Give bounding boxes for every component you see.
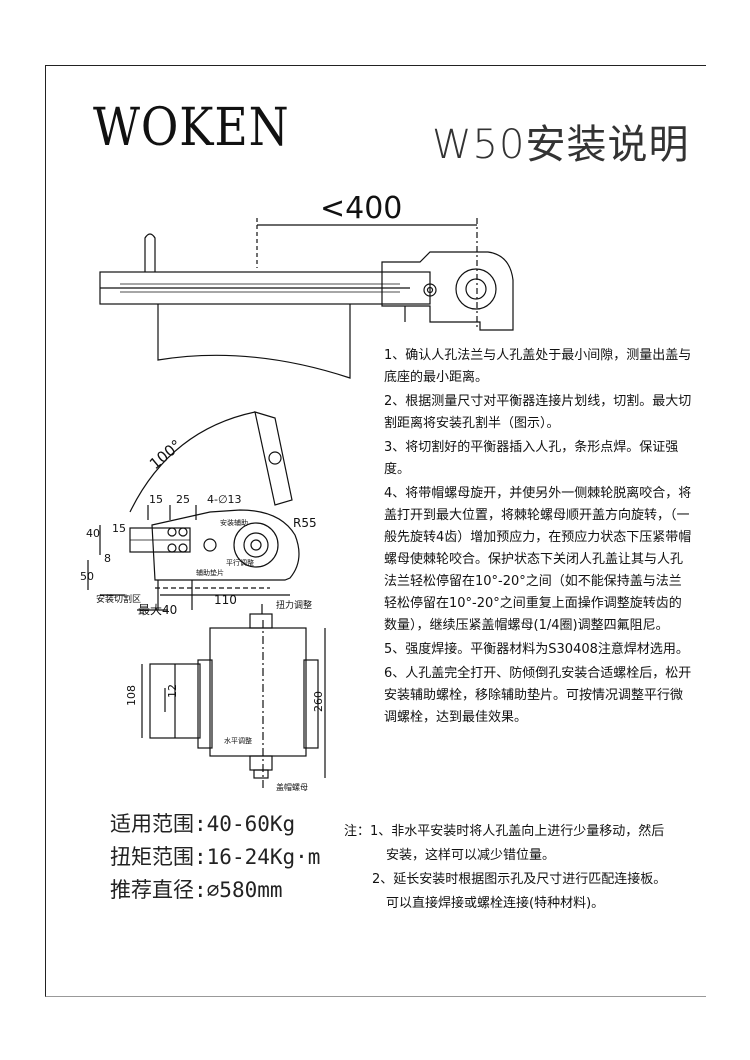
spec-row: 适用范围:40-60Kg	[110, 812, 296, 836]
dim-angle: 100°	[146, 436, 185, 473]
brand-logo: WOKEN	[93, 98, 290, 158]
spec-row: 推荐直径:∅580mm	[110, 878, 283, 902]
installation-steps: 1、确认人孔法兰与人孔盖处于最小间隙，测量出盖与底座的最小距离。 2、根据测量尺…	[384, 345, 694, 731]
dim-260: 260	[312, 691, 325, 712]
ratchet-outer	[233, 522, 279, 568]
label-cut-zone: 安装切割区	[96, 593, 141, 605]
dim-50: 50	[80, 570, 94, 583]
note-prefix: 注：	[344, 824, 371, 839]
spec-value: ∅580mm	[206, 878, 283, 902]
dim-radius: R55	[293, 516, 317, 530]
step-3: 3、将切割好的平衡器插入人孔，条形点焊。保证强度。	[384, 440, 679, 477]
dim-12: 12	[166, 684, 179, 698]
dim-15b: 15	[112, 522, 126, 535]
spec-label: 适用范围	[110, 812, 194, 836]
dim-25: 25	[176, 493, 190, 506]
step-4: 4、将带帽螺母旋开，并使另外一侧棘轮脱离咬合，将盖打开到最大位置，将棘轮螺母顺开…	[384, 486, 692, 633]
note-2b: 可以直接焊接或螺栓连接(特种材料)。	[386, 896, 605, 911]
cap-nut-shape	[249, 755, 273, 771]
hinge-inner	[465, 278, 487, 300]
step-6: 6、人孔盖完全打开、防倾倒孔安装合适螺栓后，松开安装辅助螺栓，移除辅助垫片。可按…	[384, 666, 692, 725]
spec-list: 适用范围:40-60Kg 扭矩范围:16-24Kg·m 推荐直径:∅580mm	[110, 808, 320, 907]
step-1: 1、确认人孔法兰与人孔盖处于最小间隙，测量出盖与底座的最小距离。	[384, 348, 692, 385]
dim-top-width: <400	[320, 191, 402, 226]
manhole-wall	[157, 304, 351, 379]
dim-40: 40	[86, 527, 100, 540]
page-title: W50安装说明	[432, 122, 690, 168]
note-1b: 安装，这样可以减少错位量。	[386, 848, 556, 863]
spec-label: 推荐直径	[110, 878, 194, 902]
opening-arc	[129, 411, 256, 513]
spec-label: 扭矩范围	[110, 845, 194, 869]
step-2: 2、根据测量尺寸对平衡器连接片划线，切割。最大切割距离将安装孔割半（图示）。	[384, 394, 692, 431]
balancer-side	[151, 509, 300, 581]
label-horizontal-adjust: 水平调整	[224, 736, 252, 745]
label-level-adjust: 平行调整	[226, 558, 254, 567]
hinge-outer	[455, 268, 497, 310]
dim-15: 15	[149, 493, 163, 506]
dim-max40: 最大40	[138, 603, 177, 617]
step-5: 5、强度焊接。平衡器材料为S30408注意焊材选用。	[384, 642, 689, 657]
dim-hole: 4-∅13	[207, 493, 242, 506]
ratchet-inner	[243, 532, 269, 558]
balancer-body-top	[381, 251, 514, 331]
label-aux-plate: 辅助垫片	[196, 568, 224, 577]
label-install-aux: 安装辅助	[220, 518, 248, 527]
dim-110: 110	[214, 593, 237, 607]
torque-nut	[249, 613, 273, 629]
spec-value: 16-24Kg·m	[206, 845, 321, 869]
lid-open	[254, 411, 293, 506]
spec-value: 40-60Kg	[206, 812, 296, 836]
label-torque-adjust: 扭力调整	[276, 599, 312, 611]
dim-8: 8	[104, 552, 111, 565]
dim-108: 108	[125, 685, 138, 706]
notes: 注：1、非水平安装时将人孔盖向上进行少量移动，然后 安装，这样可以减少错位量。 …	[344, 820, 704, 916]
note-2: 2、延长安装时根据图示孔及尺寸进行匹配连接板。	[372, 872, 667, 887]
drawing-frame	[45, 65, 706, 997]
spec-row: 扭矩范围:16-24Kg·m	[110, 845, 321, 869]
note-1: 注：1、非水平安装时将人孔盖向上进行少量移动，然后	[344, 824, 665, 839]
lever-handle	[144, 233, 156, 272]
label-cap-nut: 盖帽螺母	[276, 782, 308, 792]
